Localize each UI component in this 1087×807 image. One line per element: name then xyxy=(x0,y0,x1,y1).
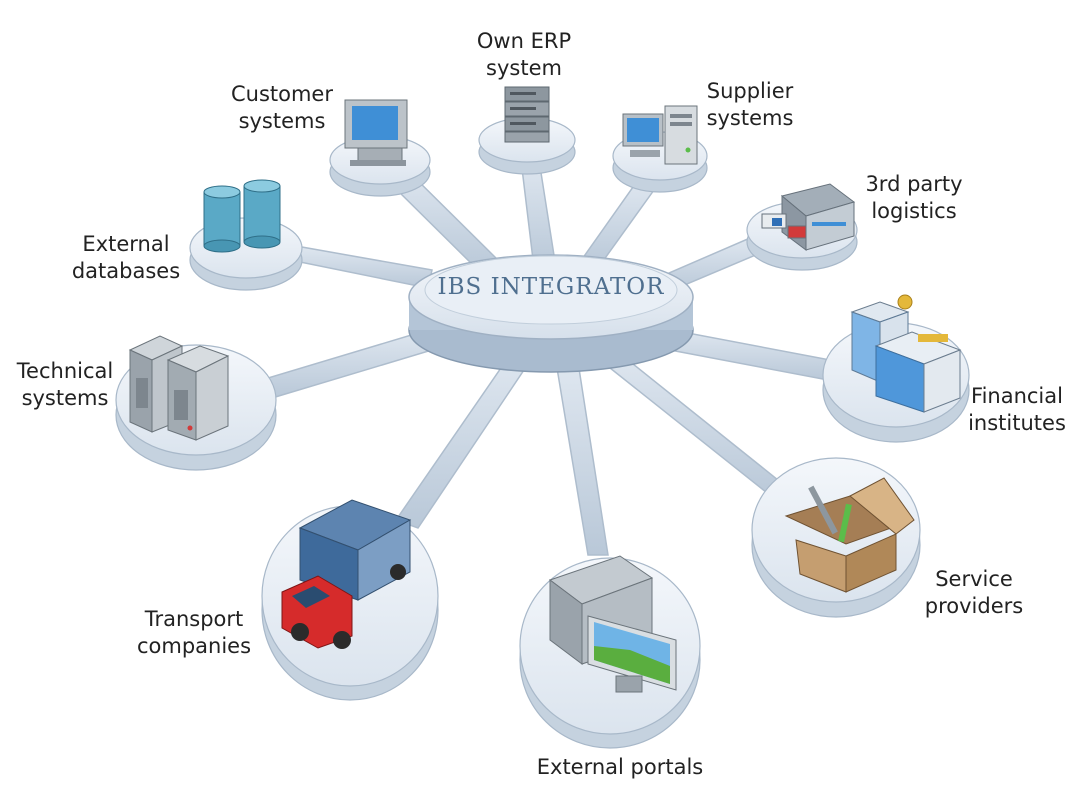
label-3rd-party-logistics: 3rd party logistics xyxy=(865,172,963,223)
label-own-erp: Own ERP system xyxy=(476,29,572,80)
node-technical xyxy=(115,335,277,471)
label-service-providers: Service providers xyxy=(924,567,1024,618)
server-racks-icon xyxy=(128,335,230,441)
hub: IBS INTEGRATOR xyxy=(408,254,694,373)
label-transport-companies: Transport companies xyxy=(136,607,252,658)
desktop-computer-icon xyxy=(344,99,408,166)
spoke-supplier xyxy=(578,178,656,269)
warehouse-trucks-icon xyxy=(761,183,856,251)
spoke-technical xyxy=(267,329,433,399)
node-financial xyxy=(822,294,970,443)
spoke-external-db xyxy=(294,245,433,289)
spoke-portals xyxy=(555,361,609,556)
label-external-databases: External databases xyxy=(71,232,181,283)
node-service xyxy=(751,457,921,618)
bank-buildings-icon xyxy=(850,294,962,413)
server-stack-icon xyxy=(504,86,550,143)
spoke-transport xyxy=(394,351,534,529)
hub-title: IBS INTEGRATOR xyxy=(438,274,665,300)
node-transport xyxy=(261,499,439,701)
computer-tower-icon xyxy=(622,105,698,165)
label-financial-institutes: Financial institutes xyxy=(968,384,1066,435)
spoke-own-erp xyxy=(520,159,557,269)
label-customer-systems: Customer systems xyxy=(230,82,333,133)
node-portals xyxy=(519,555,701,749)
node-supplier xyxy=(612,105,708,193)
truck-icon xyxy=(281,499,412,649)
database-cylinders-icon xyxy=(203,179,281,253)
toolbox-icon xyxy=(784,477,915,593)
monitor-icon xyxy=(548,555,677,693)
spoke-financial xyxy=(669,329,831,381)
spoke-service xyxy=(598,351,790,502)
node-external-db xyxy=(189,179,303,291)
label-supplier-systems: Supplier systems xyxy=(706,79,794,130)
spokes xyxy=(267,159,831,556)
label-external-portals: External portals xyxy=(536,755,704,779)
label-technical-systems: Technical systems xyxy=(16,359,114,410)
node-logistics xyxy=(746,183,858,271)
node-customer xyxy=(329,99,431,197)
node-own-erp xyxy=(478,86,576,175)
